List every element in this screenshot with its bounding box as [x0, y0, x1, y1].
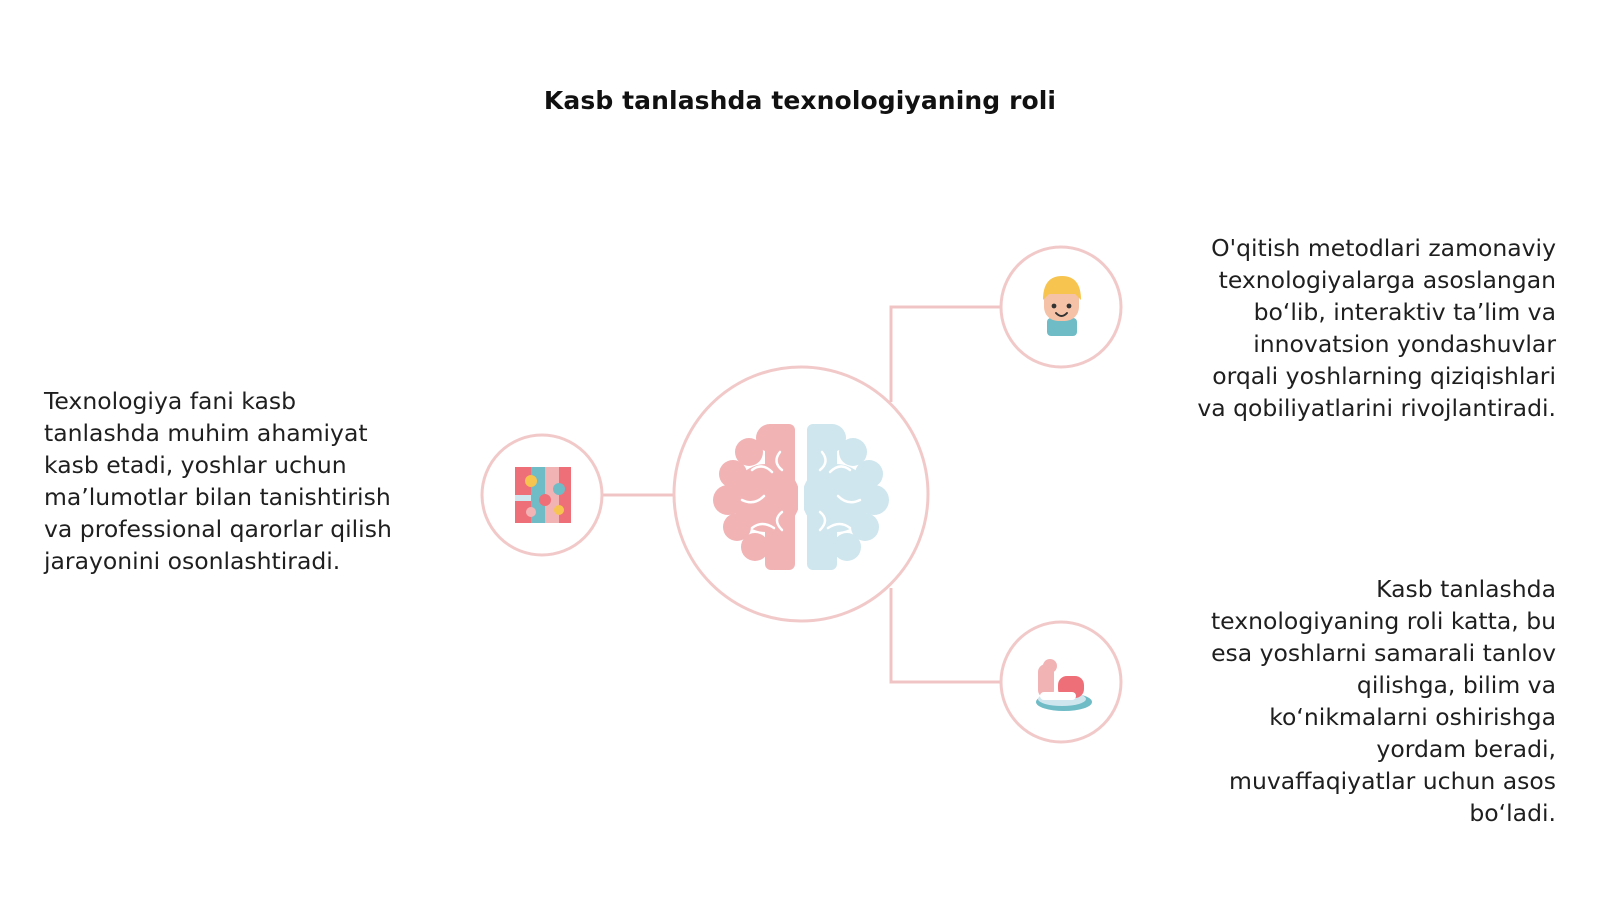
- page-title: Kasb tanlashda texnologiyaning roli: [543, 86, 1057, 115]
- right-bottom-node: [999, 620, 1123, 744]
- right-top-node: [999, 245, 1123, 369]
- left-node-text: Texnologiya fani kasb tanlashda muhim ah…: [44, 387, 392, 575]
- center-node: [672, 365, 930, 623]
- connector-right-bottom: [889, 588, 1000, 684]
- left-node: [480, 433, 604, 557]
- puzzle-icon: [515, 467, 571, 523]
- brain-icon: [713, 420, 889, 572]
- helping-hand-icon: [1036, 659, 1092, 711]
- student-avatar-icon: [1043, 276, 1081, 336]
- right-bottom-node-text: Kasb tanlashda texnologiyaning roli katt…: [1210, 575, 1556, 827]
- connector-right-top: [889, 305, 1000, 402]
- right-top-node-text: O'qitish metodlari zamonaviy texnologiya…: [1197, 234, 1556, 422]
- connector-lines: [603, 305, 1000, 684]
